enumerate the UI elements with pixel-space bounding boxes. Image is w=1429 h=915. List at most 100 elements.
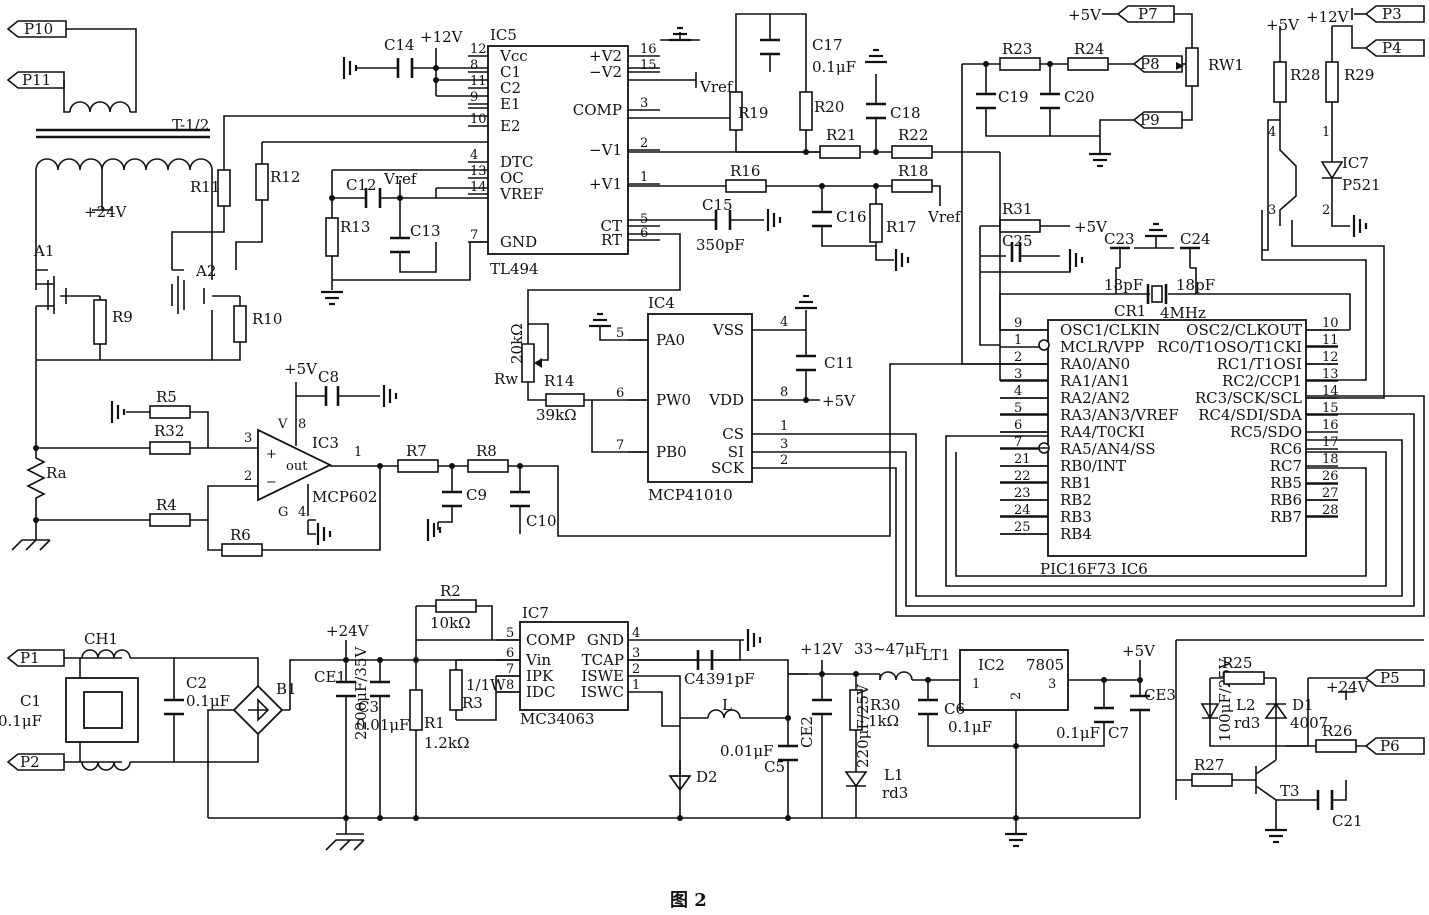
pin-number: 1: [632, 678, 640, 693]
pin-number: 3: [640, 96, 648, 111]
svg-text:C10: C10: [526, 512, 557, 530]
svg-text:391pF: 391pF: [706, 670, 755, 688]
pin-name: C1: [500, 63, 521, 81]
svg-text:1.2kΩ: 1.2kΩ: [424, 734, 469, 752]
svg-text:B1: B1: [276, 680, 297, 698]
svg-text:2: 2: [1322, 203, 1330, 218]
r9: R9: [36, 296, 213, 361]
svg-text:C24: C24: [1180, 230, 1211, 248]
svg-text:R30: R30: [870, 696, 900, 714]
pin-name: RA3/AN3/VREF: [1060, 406, 1179, 424]
pin-name: GND: [587, 631, 624, 649]
svg-text:2200μF/35V: 2200μF/35V: [352, 646, 370, 740]
pin-name: +V2: [589, 47, 622, 65]
rw-pot: Rw 20kΩ R14 39kΩ: [494, 323, 592, 424]
pin-name: RA0/AN0: [1060, 355, 1130, 373]
svg-text:R5: R5: [156, 388, 177, 406]
pin-number: 8: [780, 385, 788, 400]
svg-text:IC7: IC7: [1342, 154, 1369, 172]
p4-port: P4: [1332, 25, 1425, 57]
svg-text:P1: P1: [20, 649, 40, 667]
pin-number: 17: [1322, 435, 1339, 450]
svg-text:C18: C18: [890, 104, 921, 122]
svg-text:0.1μF: 0.1μF: [948, 718, 992, 736]
pin-number: 3: [780, 437, 788, 452]
svg-text:T3: T3: [1280, 782, 1300, 800]
svg-text:0.01μF: 0.01μF: [356, 716, 410, 734]
pin-name: VSS: [712, 321, 744, 339]
pin-number: 11: [1322, 333, 1339, 348]
pin-name: RC3/SCK/SCL: [1195, 389, 1302, 407]
pin-number: 5: [616, 326, 624, 341]
pin-number: 6: [1014, 418, 1022, 433]
pin-number: 15: [1322, 401, 1339, 416]
svg-text:R20: R20: [814, 98, 844, 116]
pin-number: 1: [640, 170, 648, 185]
svg-text:rd3: rd3: [882, 784, 908, 802]
pin-number: 8: [470, 58, 478, 73]
svg-text:R27: R27: [1194, 756, 1224, 774]
bulk-caps: +24V CE1 2200μF/35V C3 0.01μF R1 1.2kΩ: [314, 606, 469, 851]
svg-text:2: 2: [244, 469, 252, 484]
svg-text:R13: R13: [340, 218, 370, 236]
pin-name: PA0: [656, 331, 685, 349]
pin-name: SCK: [711, 459, 745, 477]
svg-text:C3: C3: [358, 698, 379, 716]
svg-text:C23: C23: [1104, 230, 1135, 248]
pin-number: 9: [1014, 316, 1022, 331]
svg-text:C17: C17: [812, 36, 843, 54]
svg-text:V: V: [277, 417, 288, 432]
pin-name: +V1: [589, 175, 622, 193]
svg-text:P11: P11: [22, 71, 51, 89]
svg-text:0.1μF: 0.1μF: [186, 692, 230, 710]
pin-name: RT: [601, 231, 622, 249]
svg-text:39kΩ: 39kΩ: [536, 406, 577, 424]
svg-text:33~47μF: 33~47μF: [854, 640, 925, 658]
svg-text:+5V: +5V: [1266, 16, 1300, 34]
pin-number: 11: [470, 74, 487, 89]
svg-text:L1: L1: [884, 766, 904, 784]
svg-text:+24V: +24V: [84, 203, 128, 221]
svg-text:P2: P2: [20, 753, 40, 771]
pin-name: RB7: [1270, 508, 1302, 526]
svg-text:Vref: Vref: [699, 78, 734, 96]
pin-number: 7: [1014, 435, 1022, 450]
svg-text:4: 4: [1268, 125, 1276, 140]
svg-text:4MHz: 4MHz: [1160, 304, 1206, 322]
pin-name: MCLR/VPP: [1060, 338, 1144, 356]
pin-name: ISWC: [581, 683, 624, 701]
svg-text:IC2: IC2: [978, 656, 1005, 674]
svg-text:P4: P4: [1382, 39, 1402, 57]
svg-text:TL494: TL494: [490, 260, 539, 278]
pin-name: Vcc: [499, 47, 528, 65]
svg-text:7805: 7805: [1026, 656, 1064, 674]
output-filter: R7 R8 C9 C10: [377, 363, 1048, 543]
svg-text:R24: R24: [1074, 40, 1104, 58]
p10-port: P10: [6, 20, 67, 38]
pin-name: RA2/AN2: [1060, 389, 1130, 407]
svg-text:C25: C25: [1002, 232, 1033, 250]
pin-number: 7: [470, 228, 478, 243]
pin-name: RC1/T1OSI: [1217, 355, 1302, 373]
svg-text:R31: R31: [1002, 200, 1032, 218]
svg-text:CH1: CH1: [84, 630, 118, 648]
svg-text:4007: 4007: [1290, 714, 1328, 732]
pin-number: 12: [1322, 350, 1339, 365]
pin-number: 3: [632, 646, 640, 661]
svg-text:R26: R26: [1322, 722, 1352, 740]
pin-number: 15: [640, 58, 657, 73]
pin-name: C2: [500, 79, 521, 97]
pin-number: 24: [1014, 503, 1031, 518]
pin-number: 16: [640, 42, 657, 57]
emi-filter: CH1 C1 0.1μF C2 0.1μF: [0, 630, 259, 771]
12v-section: +12V CE2 220μF/25V R30 1kΩ L1 rd3 33~47μ…: [788, 640, 960, 818]
pin-number: 22: [1014, 469, 1031, 484]
svg-text:C21: C21: [1332, 812, 1363, 830]
svg-text:R19: R19: [738, 104, 768, 122]
svg-text:220μF/25V: 220μF/25V: [854, 683, 872, 768]
pin-name: VDD: [708, 391, 744, 409]
pin-number: 12: [470, 42, 487, 57]
mosfet-a2: A2: [171, 262, 240, 314]
svg-text:10kΩ: 10kΩ: [430, 614, 471, 632]
